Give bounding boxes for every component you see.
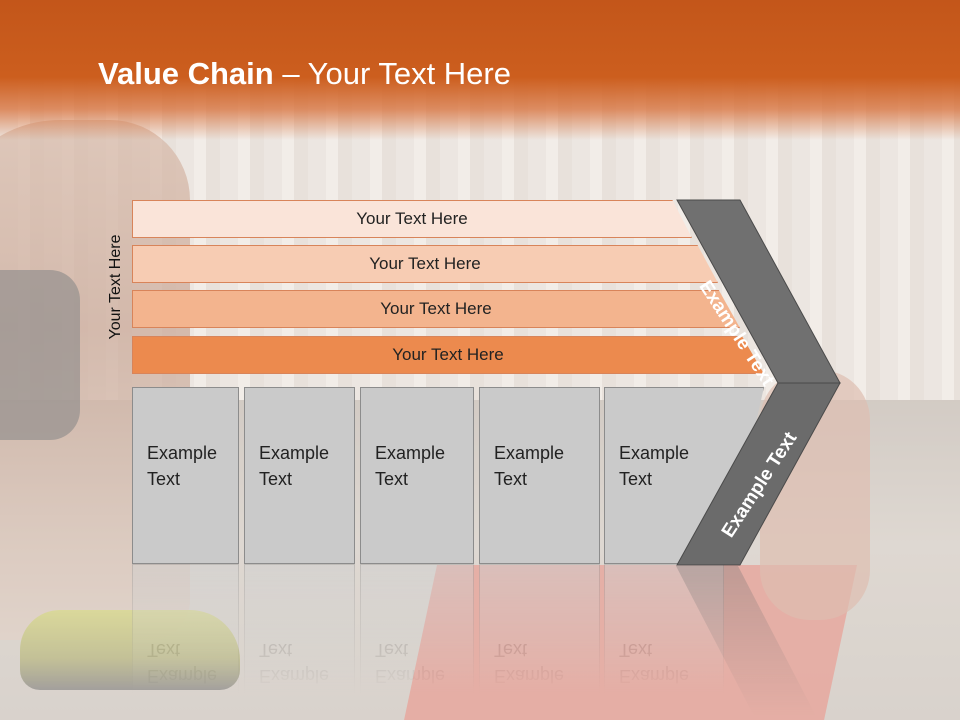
reflection-box-5: Example Text	[604, 564, 724, 694]
reflection-box-4-label: Example Text	[494, 640, 565, 686]
chevron-reflection	[676, 566, 816, 716]
reflection-box-1: Example Text	[132, 564, 239, 694]
primary-activity-box-2[interactable]: Example Text	[244, 387, 355, 564]
support-bar-2[interactable]: Your Text Here	[132, 245, 718, 283]
reflection-box-3-label: Example Text	[375, 640, 446, 686]
support-bar-1[interactable]: Your Text Here	[132, 200, 692, 238]
primary-activity-box-4-label: Example Text	[494, 443, 565, 489]
chevron-reflection-shape	[676, 566, 816, 716]
reflection-box-4: Example Text	[479, 564, 600, 694]
support-bar-1-label: Your Text Here	[356, 209, 468, 228]
primary-activity-box-3[interactable]: Example Text	[360, 387, 474, 564]
background-athlete-shorts	[0, 270, 80, 440]
primary-activity-box-4[interactable]: Example Text	[479, 387, 600, 564]
margin-chevron[interactable]	[640, 195, 860, 575]
slide-title-bold: Value Chain	[98, 56, 274, 91]
vertical-side-label[interactable]: Your Text Here	[103, 222, 129, 352]
reflection-box-1-label: Example Text	[147, 640, 218, 686]
slide-title[interactable]: Value Chain – Your Text Here	[98, 56, 511, 92]
support-bar-4-label: Your Text Here	[392, 345, 504, 364]
primary-activity-box-1[interactable]: Example Text	[132, 387, 239, 564]
title-banner: Value Chain – Your Text Here	[0, 0, 960, 140]
boxes-reflection: Example Text Example Text Example Text E…	[132, 564, 772, 694]
reflection-box-3: Example Text	[360, 564, 474, 694]
slide-title-rest: – Your Text Here	[273, 56, 511, 91]
support-bar-2-label: Your Text Here	[369, 254, 481, 273]
primary-activity-box-1-label: Example Text	[147, 443, 218, 489]
chevron-lower-arm	[676, 382, 841, 566]
support-bar-3-label: Your Text Here	[380, 299, 492, 318]
primary-activity-box-2-label: Example Text	[259, 443, 330, 489]
vertical-side-label-text: Your Text Here	[107, 234, 124, 340]
reflection-box-2: Example Text	[244, 564, 355, 694]
primary-activity-box-5-label: Example Text	[619, 443, 690, 489]
reflection-box-2-label: Example Text	[259, 640, 330, 686]
primary-activity-box-3-label: Example Text	[375, 443, 446, 489]
support-bar-3[interactable]: Your Text Here	[132, 290, 740, 328]
support-bar-4[interactable]: Your Text Here	[132, 336, 764, 374]
